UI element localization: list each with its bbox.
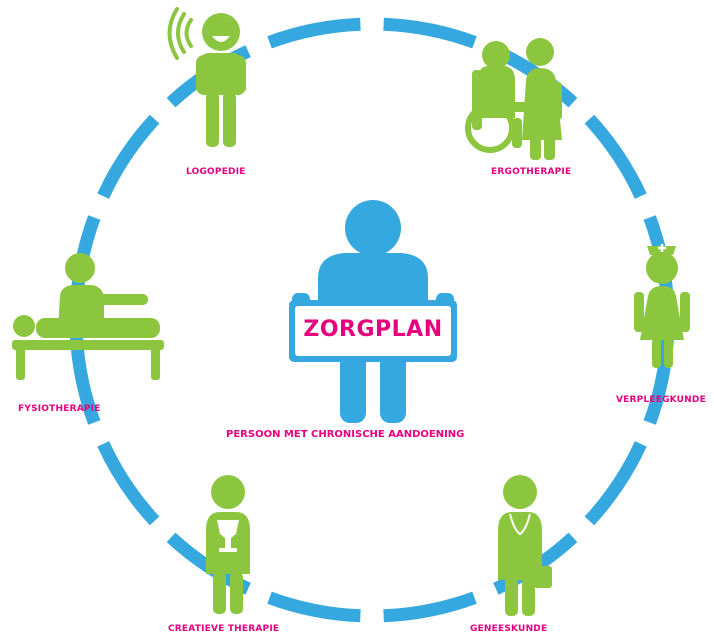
ring-segment <box>267 591 361 623</box>
zorgplan-board-text: ZORGPLAN <box>303 317 443 342</box>
label-logopedie: LOGOPEDIE <box>186 167 246 177</box>
ring-segment <box>383 591 477 623</box>
label-verpleegkunde: VERPLEEGKUNDE <box>616 395 706 405</box>
label-fysiotherapie: FYSIOTHERAPIE <box>18 404 101 414</box>
ring-segment <box>97 114 160 199</box>
label-geneeskunde: GENEESKUNDE <box>470 624 548 634</box>
ring-segment <box>584 114 647 199</box>
ring-segment <box>383 17 477 49</box>
ring-segment <box>584 441 647 526</box>
speech-therapist-figure <box>167 7 246 147</box>
central-person-label: PERSOON MET CHRONISCHE AANDOENING <box>226 429 465 440</box>
physiotherapy-figure <box>12 253 164 380</box>
zorgplan-board <box>289 300 457 362</box>
label-creatieve-therapie: CREATIEVE THERAPIE <box>168 624 280 634</box>
creative-therapist-figure <box>206 475 250 614</box>
doctor-figure <box>498 475 552 616</box>
nurse-figure <box>634 244 690 368</box>
label-ergotherapie: ERGOTHERAPIE <box>491 167 572 177</box>
ring-segment <box>267 17 361 49</box>
ring-segment <box>69 331 101 425</box>
ring-segment <box>97 441 160 526</box>
occupational-therapy-figure <box>465 38 562 160</box>
